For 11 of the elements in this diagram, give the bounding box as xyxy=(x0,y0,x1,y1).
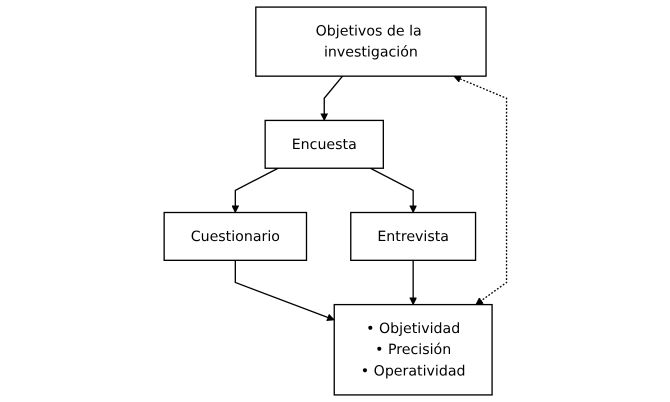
arrow xyxy=(408,260,417,305)
arrow xyxy=(370,168,417,213)
node-box: Entrevista xyxy=(350,212,476,261)
node-box: Encuesta xyxy=(264,120,384,169)
node-box: Objetivos de la investigación xyxy=(254,6,486,77)
node-box: • Objetividad • Precisión • Operatividad xyxy=(333,304,492,396)
arrow xyxy=(320,76,343,121)
node-box: Cuestionario xyxy=(163,212,307,261)
arrow xyxy=(453,75,507,305)
arrow xyxy=(234,260,334,322)
arrow xyxy=(231,168,278,213)
